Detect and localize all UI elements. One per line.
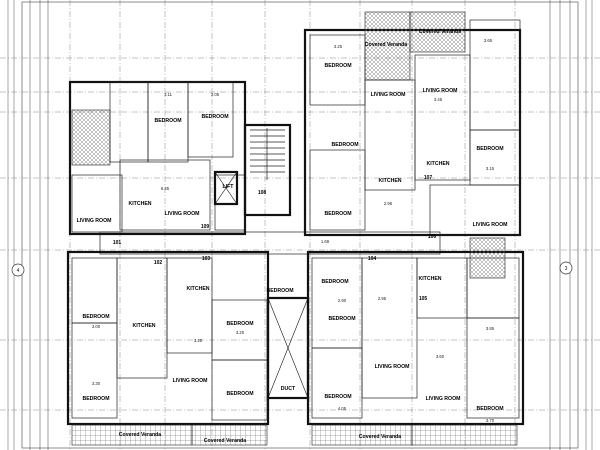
dimension: 3.85 xyxy=(486,326,495,331)
room-labels: BEDROOM BEDROOM KITCHEN LIVING ROOM LIVI… xyxy=(77,29,508,444)
kitchen-label: KITCHEN xyxy=(132,323,155,329)
bedroom-label: BEDROOM xyxy=(82,396,109,402)
unit-numbers: 101 102 103 104 105 106 107 108 109 xyxy=(113,175,437,302)
bedroom-label: BEDROOM xyxy=(324,394,351,400)
dimension: 2.90 xyxy=(338,298,347,303)
dimension: 3.25 xyxy=(334,44,343,49)
living-room-label: LIVING ROOM xyxy=(173,378,208,384)
svg-text:3: 3 xyxy=(565,266,568,272)
bedroom-label: BEDROOM xyxy=(266,288,293,294)
covered-veranda-label: Covered Veranda xyxy=(359,434,401,440)
lift-shaft xyxy=(213,170,239,206)
block-bottom-right xyxy=(306,237,525,446)
duct-label: DUCT xyxy=(281,386,296,392)
kitchen-label: KITCHEN xyxy=(426,161,449,167)
unit-number: 102 xyxy=(154,260,163,266)
unit-number: 109 xyxy=(201,224,210,230)
living-room-label: LIVING ROOM xyxy=(371,92,406,98)
dimension: 3.25 xyxy=(194,338,203,343)
dimension: 3.20 xyxy=(236,330,245,335)
unit-number: 107 xyxy=(424,175,433,181)
veranda-top-left-hatch xyxy=(71,109,111,166)
dimension: 3.11 xyxy=(164,92,173,97)
bedroom-label: BEDROOM xyxy=(82,314,109,320)
dimension: 3.05 xyxy=(211,92,220,97)
kitchen-label: KITCHEN xyxy=(418,276,441,282)
living-room-label: LIVING ROOM xyxy=(473,222,508,228)
living-room-label: LIVING ROOM xyxy=(426,396,461,402)
dimension: 4.05 xyxy=(338,406,347,411)
bedroom-label: BEDROOM xyxy=(154,118,181,124)
living-room-label: LIVING ROOM xyxy=(423,88,458,94)
block-top-left xyxy=(68,80,247,236)
dimension: 3.15 xyxy=(486,166,495,171)
stair-core xyxy=(213,123,292,217)
bedroom-label: BEDROOM xyxy=(324,63,351,69)
bedroom-label: BEDROOM xyxy=(476,146,503,152)
grid-marker-right: 3 xyxy=(559,261,573,275)
dimension-labels: 3.11 3.05 6.45 3.25 3.45 2.96 3.15 3.65 … xyxy=(92,38,495,423)
dimension: 2.96 xyxy=(384,201,393,206)
bedroom-label: BEDROOM xyxy=(201,114,228,120)
dimension: 3.70 xyxy=(486,418,495,423)
svg-text:4: 4 xyxy=(17,268,20,274)
dimension: 6.45 xyxy=(161,186,170,191)
dimension: 3.45 xyxy=(434,97,443,102)
dimension: 2.95 xyxy=(378,296,387,301)
living-room-label: LIVING ROOM xyxy=(375,364,410,370)
unit-number: 108 xyxy=(258,190,267,196)
bedroom-label: BEDROOM xyxy=(476,406,503,412)
block-top-right xyxy=(303,11,522,237)
living-room-label: LIVING ROOM xyxy=(77,218,112,224)
duct-shaft xyxy=(266,296,310,400)
kitchen-label: KITCHEN xyxy=(378,178,401,184)
bedroom-label: BEDROOM xyxy=(331,142,358,148)
kitchen-label: KITCHEN xyxy=(186,286,209,292)
unit-number: 103 xyxy=(202,256,211,262)
lift-label: LIFT xyxy=(223,184,235,190)
covered-veranda-label: Covered Veranda xyxy=(419,29,461,35)
grid-marker-left: 4 xyxy=(11,263,25,277)
unit-number: 105 xyxy=(419,296,428,302)
dimension: 3.60 xyxy=(436,354,445,359)
dimension: 3.00 xyxy=(92,324,101,329)
bedroom-label: BEDROOM xyxy=(328,316,355,322)
bedroom-label: BEDROOM xyxy=(226,391,253,397)
covered-veranda-label: Covered Veranda xyxy=(119,432,161,438)
bedroom-label: BEDROOM xyxy=(324,211,351,217)
bedroom-label: BEDROOM xyxy=(321,279,348,285)
kitchen-label: KITCHEN xyxy=(128,201,151,207)
unit-number: 104 xyxy=(368,256,377,262)
covered-veranda-label: Covered Veranda xyxy=(204,438,246,444)
dimension: 3.65 xyxy=(484,38,493,43)
bedroom-label: BEDROOM xyxy=(226,321,253,327)
dimension: 3.30 xyxy=(92,381,101,386)
dimension: 1.69 xyxy=(321,239,330,244)
corridor xyxy=(99,231,441,255)
block-bottom-left xyxy=(66,250,270,446)
veranda-right-hatch xyxy=(469,237,506,279)
unit-number: 101 xyxy=(113,240,122,246)
living-room-label: LIVING ROOM xyxy=(165,211,200,217)
covered-veranda-label: Covered Veranda xyxy=(365,42,407,48)
unit-number: 106 xyxy=(428,234,437,240)
